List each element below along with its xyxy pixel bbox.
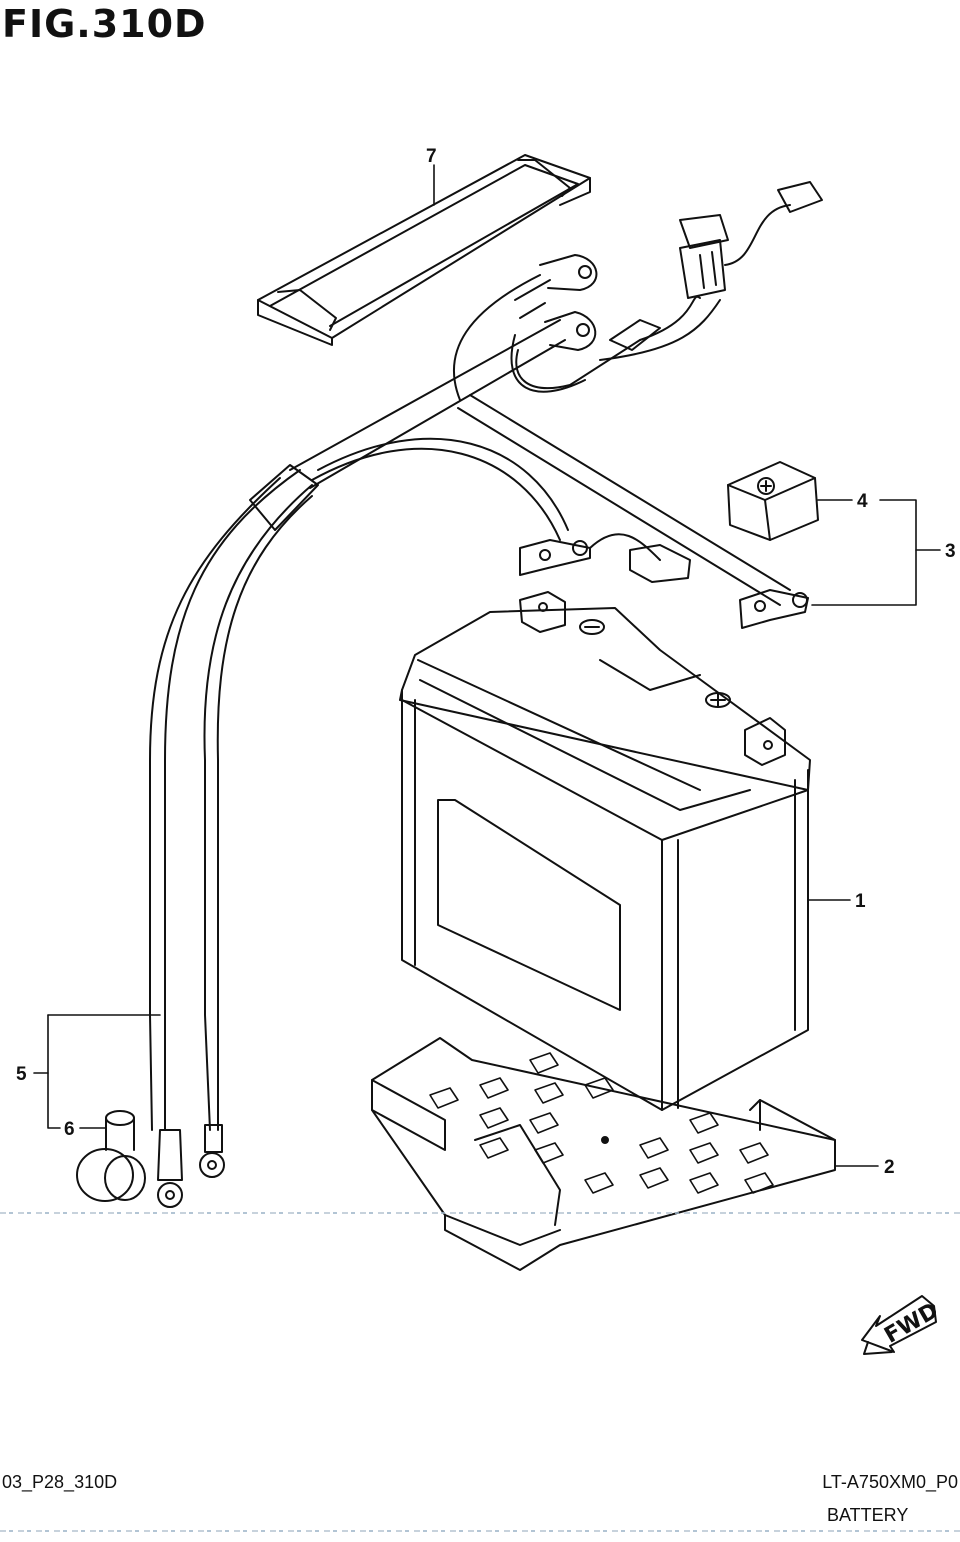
scan-artifact-line — [0, 1212, 960, 1214]
callout-2: 2 — [884, 1157, 895, 1178]
footer-caption: BATTERY — [827, 1505, 909, 1525]
terminal-cover-part — [727, 461, 819, 541]
battery-strap-part — [257, 154, 591, 346]
callout-1: 1 — [855, 891, 866, 912]
leader-lines — [33, 164, 941, 1167]
battery-part — [399, 591, 811, 1111]
tray-slots — [429, 1052, 774, 1194]
footer-model-code: LT-A750XM0_P0 — [822, 1472, 958, 1492]
callout-4: 4 — [857, 491, 868, 512]
figure-title: FIG.310D — [2, 2, 207, 46]
battery-tray-part — [371, 1037, 836, 1271]
battery-cable-harness-part — [149, 181, 823, 1208]
scan-artifact-line — [0, 1530, 960, 1532]
fwd-arrow-icon: FWD — [861, 1295, 943, 1355]
callout-5: 5 — [16, 1064, 27, 1085]
callout-3: 3 — [945, 541, 956, 562]
callout-6: 6 — [64, 1119, 75, 1140]
terminal-boot-part — [76, 1110, 146, 1202]
footer-figure-code: 03_P28_310D — [2, 1472, 118, 1492]
callout-7: 7 — [426, 146, 437, 167]
